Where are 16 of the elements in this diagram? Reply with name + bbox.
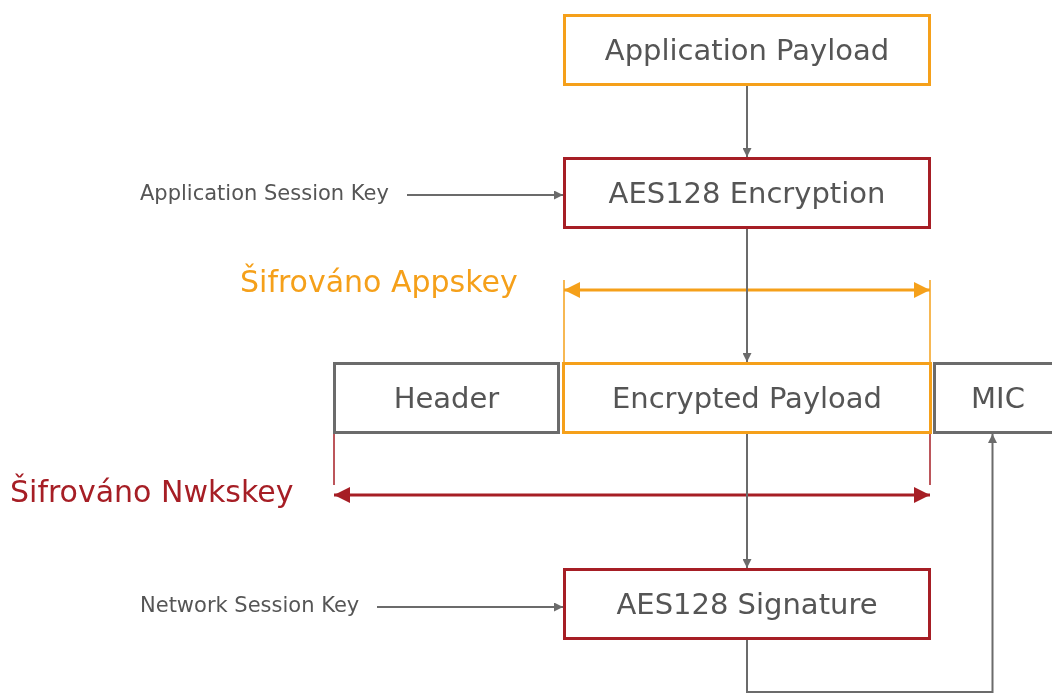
process-box: MIC [933,362,1052,434]
process-box: Header [333,362,560,434]
process-box: Application Payload [563,14,931,86]
process-box: AES128 Signature [563,568,931,640]
process-box: AES128 Encryption [563,157,931,229]
arrow [742,85,752,158]
arrow [376,602,564,612]
arrow [742,433,752,569]
process-box: Encrypted Payload [562,362,932,434]
key-label: Application Session Key [140,175,389,211]
annotation-label: Šifrováno Appskey [240,264,518,299]
key-label: Network Session Key [140,587,359,623]
arrow [746,433,997,693]
arrow [406,190,564,200]
arrow [742,228,752,363]
annotation-label: Šifrováno Nwkskey [10,474,294,509]
